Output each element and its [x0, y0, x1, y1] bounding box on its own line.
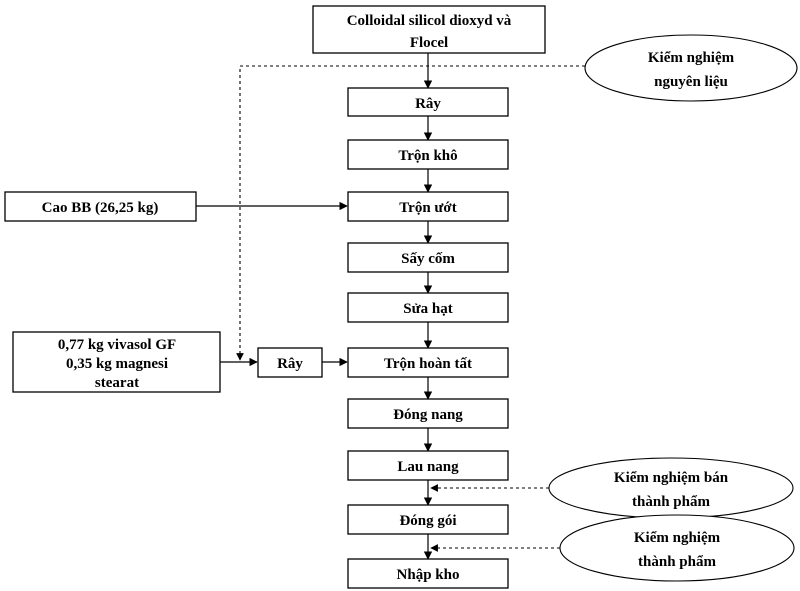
step-ray-label: Rây [415, 96, 441, 112]
step-nhap-kho-label: Nhập kho [397, 567, 460, 583]
step-tron-kho-label: Trộn khô [398, 148, 457, 164]
step-tron-uot: Trộn ướt [347, 191, 509, 222]
step-say-com: Sấy cốm [347, 242, 509, 273]
qc-raw-material-line1: Kiểm nghiệm [648, 50, 735, 66]
step-tron-uot-label: Trộn ướt [399, 200, 456, 216]
source-box: Colloidal silicol dioxyd và Flocel [312, 5, 546, 54]
qc-raw-material: Kiểm nghiệm nguyên liệu [584, 34, 798, 102]
step-tron-kho: Trộn khô [347, 139, 509, 170]
connectors [196, 53, 585, 560]
qc-final-product: Kiểm nghiệm thành phẩm [559, 514, 795, 582]
step-lau-nang-label: Lau nang [397, 459, 459, 475]
step-nhap-kho: Nhập kho [347, 558, 509, 589]
step-dong-nang: Đóng nang [347, 398, 509, 429]
qc-semi-product: Kiểm nghiệm bán thành phẩm [548, 457, 794, 519]
dashed-qc-raw-material-path [236, 65, 585, 361]
qc-final-product-line1: Kiểm nghiệm [634, 530, 721, 546]
qc-semi-product-line1: Kiểm nghiệm bán [614, 470, 729, 486]
input-excipients-line3: stearat [95, 375, 139, 391]
qc-final-product-line2: thành phẩm [638, 554, 716, 570]
side-step-ray-label: Rây [277, 356, 303, 372]
input-cao-bb: Cao BB (26,25 kg) [4, 191, 197, 222]
input-excipients-line1: 0,77 kg vivasol GF [58, 337, 176, 353]
step-sua-hat-label: Sửa hạt [403, 301, 452, 317]
step-say-com-label: Sấy cốm [401, 251, 455, 267]
source-box-line2: Flocel [410, 35, 448, 51]
input-excipients: 0,77 kg vivasol GF 0,35 kg magnesi stear… [12, 331, 221, 393]
step-dong-nang-label: Đóng nang [393, 407, 463, 423]
step-lau-nang: Lau nang [347, 450, 509, 481]
step-tron-hoan-tat-label: Trộn hoàn tất [384, 356, 472, 372]
step-sua-hat: Sửa hạt [347, 292, 509, 323]
step-ray: Rây [347, 87, 509, 117]
step-dong-goi: Đóng gói [347, 504, 509, 535]
input-cao-bb-label: Cao BB (26,25 kg) [42, 200, 159, 216]
qc-semi-product-line2: thành phẩm [632, 494, 710, 510]
step-tron-hoan-tat: Trộn hoàn tất [347, 347, 509, 378]
side-step-ray: Rây [257, 347, 323, 378]
source-box-line1: Colloidal silicol dioxyd và [347, 13, 512, 29]
input-excipients-line2: 0,35 kg magnesi [66, 356, 168, 372]
step-dong-goi-label: Đóng gói [399, 513, 456, 529]
qc-raw-material-line2: nguyên liệu [654, 74, 728, 90]
